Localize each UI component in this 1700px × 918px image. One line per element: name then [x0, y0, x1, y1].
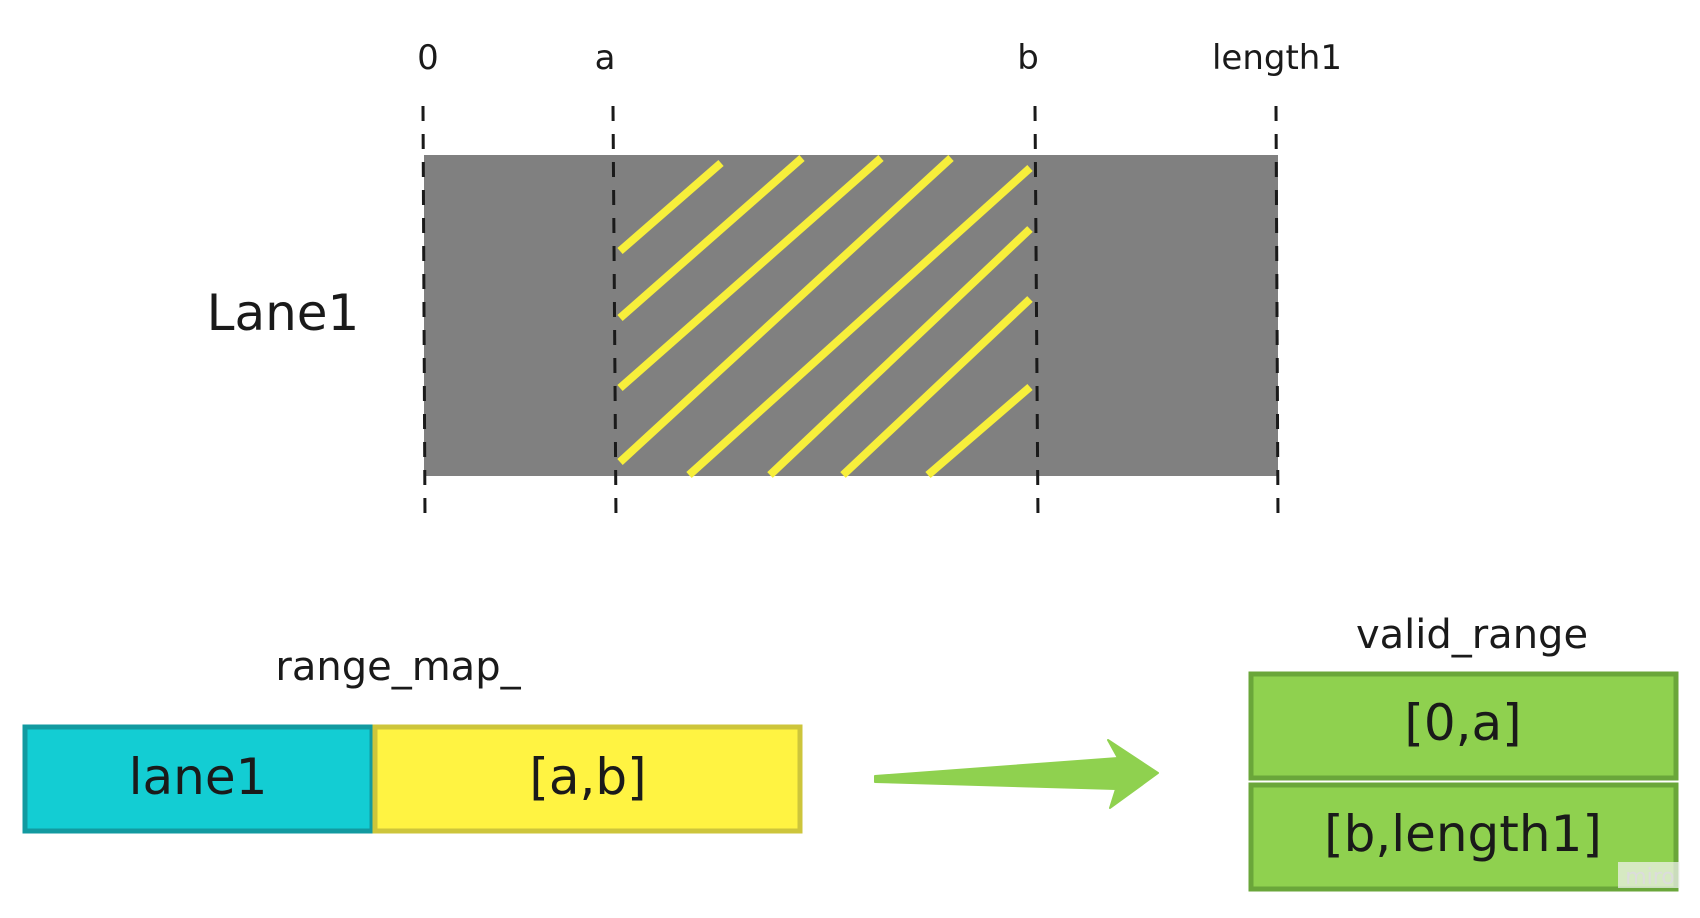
marker-lines: [421, 105, 1280, 521]
hatch-line: [617, 155, 954, 465]
hatch-line: [686, 165, 1033, 478]
marker-line-0: [421, 105, 427, 521]
valid-range-item-2: [b,length1]: [1324, 805, 1602, 863]
range-map-key-cell: [22, 724, 375, 834]
lane-label: Lane1: [207, 284, 360, 342]
valid-range-item-1: [0,a]: [1404, 694, 1521, 752]
watermark: miro: [1625, 865, 1675, 890]
hatch-line: [617, 154, 884, 392]
range-map-title: range_map_: [275, 644, 521, 690]
valid-range-title: valid_range: [1356, 612, 1588, 658]
range-map-value-cell: [372, 724, 803, 834]
hatch-line: [617, 159, 724, 255]
marker-label-0: 0: [417, 38, 439, 78]
hatch-line: [925, 383, 1033, 479]
marker-label-a: a: [595, 38, 616, 78]
hatch-line: [840, 296, 1033, 478]
marker-line-length1: [1274, 105, 1280, 521]
range-map-key-label: lane1: [129, 748, 268, 806]
marker-label-b: b: [1017, 38, 1039, 78]
valid-range-cell-1: [1248, 671, 1679, 781]
transform-arrow: [874, 739, 1159, 809]
hatch-line: [767, 226, 1033, 478]
lane-bar: [424, 155, 1278, 476]
valid-range-cell-2: [1248, 782, 1679, 892]
hatch-line: [617, 154, 805, 322]
marker-label-length1: length1: [1212, 38, 1342, 78]
watermark-box: [1618, 862, 1680, 888]
range-map-value-label: [a,b]: [529, 748, 646, 806]
hatched-segment-a-b: [617, 154, 1033, 479]
marker-line-a: [611, 105, 618, 521]
marker-line-b: [1033, 105, 1040, 521]
